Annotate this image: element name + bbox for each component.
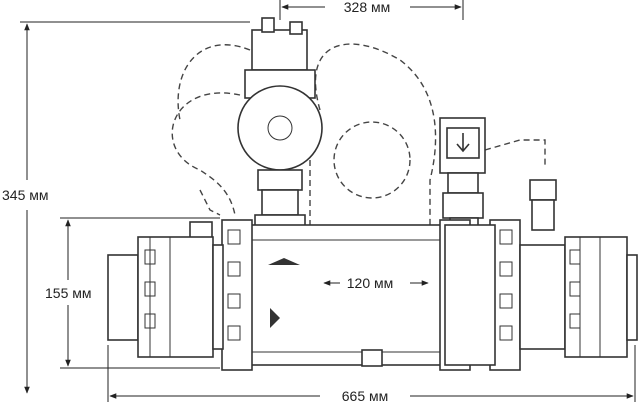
sensor: [189, 179, 557, 241]
pump: [237, 17, 323, 228]
dimension-total-length: 665 мм: [107, 345, 636, 404]
dimension-port-spacing: 120 мм: [323, 275, 429, 291]
dimension-total-height: 345 мм: [2, 21, 250, 394]
arrow-down-icon: [456, 133, 470, 153]
dimension-total-length-label: 665 мм: [342, 388, 389, 404]
dimension-body-height-label: 155 мм: [45, 285, 92, 301]
dimension-body-height: 155 мм: [45, 217, 220, 369]
dimension-total-height-label: 345 мм: [2, 187, 49, 203]
dimension-top-label: 328 мм: [344, 0, 391, 15]
dimension-top: 328 мм: [279, 0, 464, 20]
flow-valve: [439, 117, 486, 229]
pipe-connections: [107, 236, 638, 358]
flanges: [221, 219, 521, 371]
arrow-right-icon: [270, 308, 280, 328]
arrow-up-icon: [268, 258, 300, 265]
dimension-port-spacing-label: 120 мм: [347, 275, 394, 291]
